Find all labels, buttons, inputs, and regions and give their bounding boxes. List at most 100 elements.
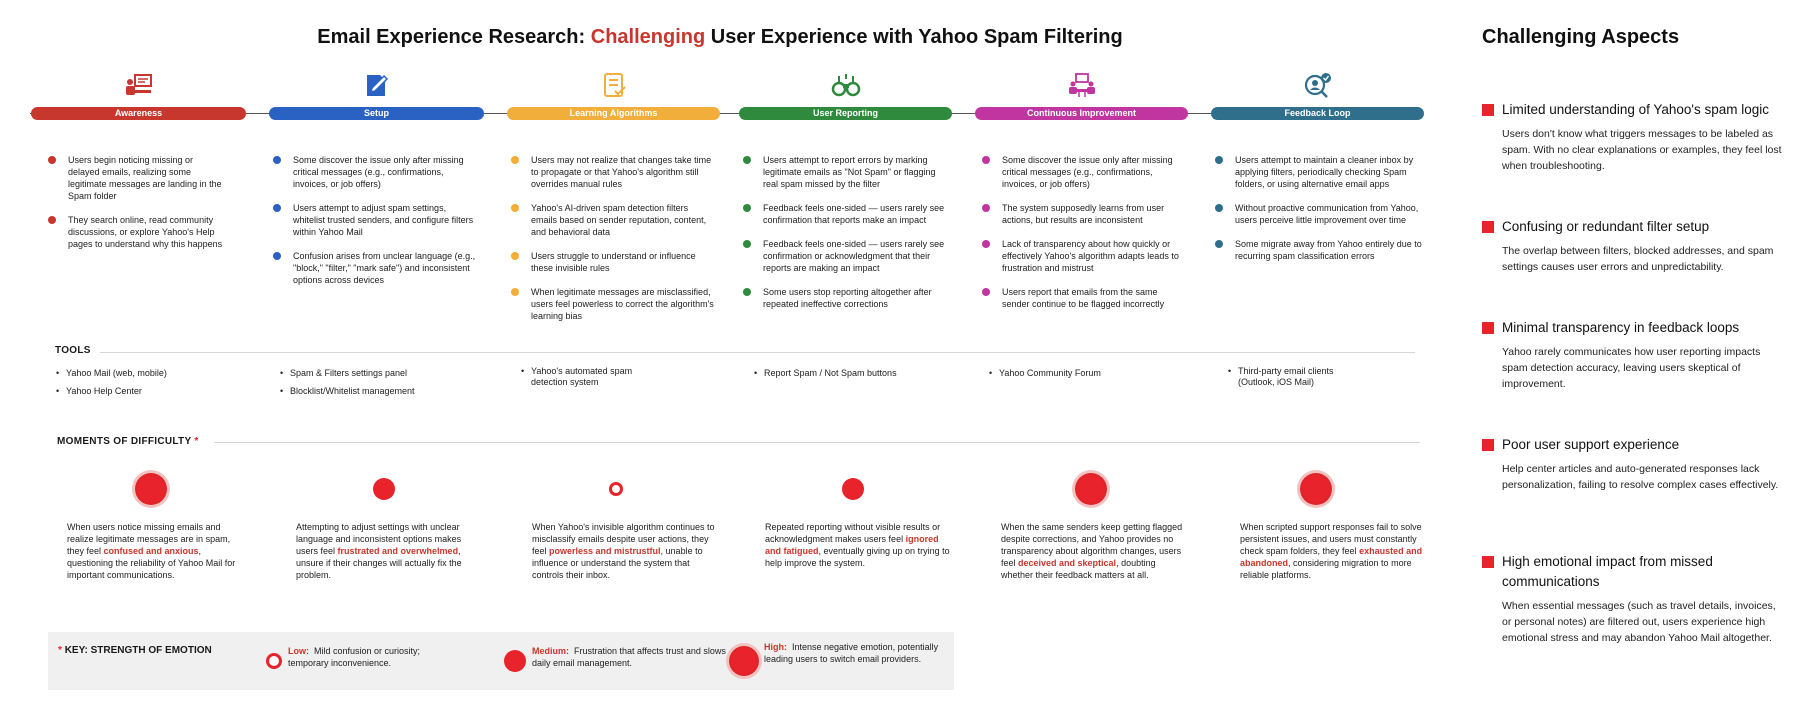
emotion-highlight: exhausted and abandoned (1240, 546, 1423, 568)
aspect-item: Limited understanding of Yahoo's spam lo… (1482, 100, 1782, 174)
moment-text: When scripted support responses fail to … (1240, 522, 1423, 580)
bullet-dot (511, 204, 519, 212)
tool-item: Report Spam / Not Spam buttons (754, 368, 944, 379)
tool-item: Yahoo Community Forum (989, 368, 1179, 379)
stage-point: Yahoo's AI-driven spam detection filters… (509, 202, 714, 238)
aspect-heading: Limited understanding of Yahoo's spam lo… (1482, 100, 1782, 120)
stage-points: Some discover the issue only after missi… (980, 154, 1185, 322)
bullet-dot (743, 204, 751, 212)
bullet-dot (982, 288, 990, 296)
bullet-dot (1215, 240, 1223, 248)
key-title: * KEY: STRENGTH OF EMOTION (58, 645, 212, 656)
key-asterisk: * (58, 645, 62, 656)
tools-column: Third-party email clients (Outlook, iOS … (1228, 366, 1348, 395)
bullet-dot (273, 156, 281, 164)
stage-bar-feedback: Feedback Loop (1211, 107, 1424, 120)
key-high: High: Intense negative emotion, potentia… (764, 642, 939, 664)
tools-column: Spam & Filters settings panel Blocklist/… (280, 368, 470, 404)
emotion-highlight: powerless and mistrustful (549, 546, 661, 556)
tools-column: Report Spam / Not Spam buttons (754, 368, 944, 386)
tool-item: Yahoo Help Center (56, 386, 246, 397)
emotion-highlight: deceived and skeptical (1018, 558, 1117, 568)
aspect-item: Confusing or redundant filter setup The … (1482, 217, 1782, 275)
moment-text: When the same senders keep getting flagg… (1001, 522, 1183, 580)
key-low: Low: Mild confusion or curiosity; tempor… (288, 646, 421, 668)
challenging-aspects-panel: Challenging Aspects Limited understandin… (1482, 0, 1800, 712)
bullet-dot (48, 216, 56, 224)
aspect-heading: High emotional impact from missed commun… (1482, 552, 1782, 592)
bullet-dot (511, 288, 519, 296)
edit-document-icon (362, 72, 392, 98)
key-medium: Medium: Frustration that affects trust a… (532, 646, 726, 668)
emotion-highlight: frustrated and overwhelmed (337, 546, 459, 556)
tool-item: Yahoo Mail (web, mobile) (56, 368, 246, 379)
emotion-circle-medium (373, 478, 395, 500)
bullet-dot (743, 240, 751, 248)
red-square-marker (1482, 104, 1494, 116)
bullet-dot (1215, 204, 1223, 212)
stage-point: The system supposedly learns from user a… (980, 202, 1185, 226)
stage-bar-awareness: Awareness (31, 107, 246, 120)
stage-point: They search online, read community discu… (46, 214, 226, 250)
presentation-board-icon (124, 72, 154, 98)
aspect-body: Yahoo rarely communicates how user repor… (1502, 346, 1761, 390)
aspect-item: High emotional impact from missed commun… (1482, 552, 1782, 646)
emotion-key: * KEY: STRENGTH OF EMOTION Low: Mild con… (48, 632, 954, 690)
journey-map: Email Experience Research: Challenging U… (0, 0, 1440, 712)
stage-point: Feedback feels one-sided — users rarely … (741, 238, 946, 274)
aspect-heading: Minimal transparency in feedback loops (1482, 318, 1782, 338)
stage-points: Users attempt to report errors by markin… (741, 154, 946, 322)
stage-point: Users begin noticing missing or delayed … (46, 154, 226, 202)
title-highlight: Challenging (590, 26, 706, 48)
aspect-item: Minimal transparency in feedback loops Y… (1482, 318, 1782, 392)
bullet-dot (982, 204, 990, 212)
user-search-check-icon (1303, 72, 1333, 98)
moment-text: Repeated reporting without visible resul… (765, 522, 950, 568)
red-square-marker (1482, 221, 1494, 233)
team-meeting-icon (1067, 72, 1097, 98)
moments-label-text: MOMENTS OF DIFFICULTY (57, 436, 192, 447)
stage-points: Users attempt to maintain a cleaner inbo… (1213, 154, 1423, 274)
moments-divider (214, 442, 1420, 443)
tool-item: Spam & Filters settings panel (280, 368, 470, 379)
stage-point: Some discover the issue only after missi… (271, 154, 476, 190)
bullet-dot (743, 156, 751, 164)
stage-point: Users report that emails from the same s… (980, 286, 1185, 310)
stage-bar-improvement: Continuous Improvement (975, 107, 1188, 120)
moments-asterisk: * (194, 436, 199, 447)
emotion-circle-high (1075, 473, 1107, 505)
stage-point: Users struggle to understand or influenc… (509, 250, 714, 274)
aspects-title: Challenging Aspects (1482, 26, 1680, 48)
aspect-heading: Poor user support experience (1482, 435, 1782, 455)
red-square-marker (1482, 322, 1494, 334)
checklist-document-icon (599, 72, 629, 98)
tools-column: Yahoo Community Forum (989, 368, 1179, 386)
stage-point: Users may not realize that changes take … (509, 154, 714, 190)
red-square-marker (1482, 556, 1494, 568)
stage-point: Users attempt to report errors by markin… (741, 154, 946, 190)
bullet-dot (511, 252, 519, 260)
key-title-text: KEY: STRENGTH OF EMOTION (64, 645, 212, 656)
stage-connector-line (30, 113, 1422, 114)
tool-item: Third-party email clients (Outlook, iOS … (1228, 366, 1348, 388)
stage-bar-learning: Learning Algorithms (507, 107, 720, 120)
bullet-dot (48, 156, 56, 164)
emotion-circle-medium (842, 478, 864, 500)
stage-point: Some users stop reporting altogether aft… (741, 286, 946, 310)
bullet-dot (273, 252, 281, 260)
binoculars-icon (831, 72, 861, 98)
tool-item: Yahoo's automated spam detection system (521, 366, 641, 388)
stage-point: Users attempt to adjust spam settings, w… (271, 202, 476, 238)
bullet-dot (1215, 156, 1223, 164)
tools-column: Yahoo Mail (web, mobile) Yahoo Help Cent… (56, 368, 246, 404)
aspect-body: Users don't know what triggers messages … (1502, 128, 1782, 172)
stage-bar-reporting: User Reporting (739, 107, 952, 120)
stage-point: Users attempt to maintain a cleaner inbo… (1213, 154, 1423, 190)
stage-point: Feedback feels one-sided — users rarely … (741, 202, 946, 226)
tool-item: Blocklist/Whitelist management (280, 386, 470, 397)
aspect-body: When essential messages (such as travel … (1502, 600, 1776, 644)
page-title: Email Experience Research: Challenging U… (0, 26, 1440, 49)
bullet-dot (982, 240, 990, 248)
stage-points: Some discover the issue only after missi… (271, 154, 476, 298)
emotion-circle-low (609, 482, 623, 496)
